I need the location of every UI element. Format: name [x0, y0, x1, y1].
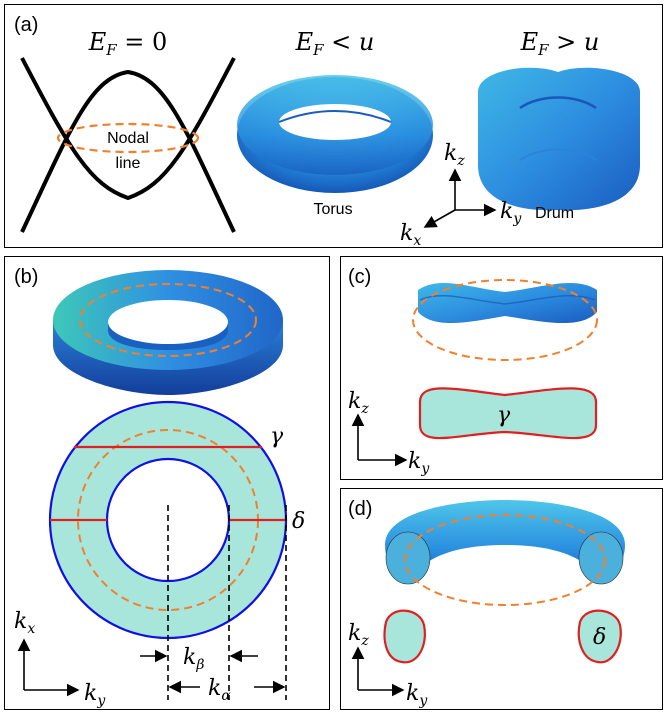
label-gamma-c: γ [497, 403, 511, 428]
half-drum-surface [418, 282, 597, 324]
half-torus-surface [385, 500, 625, 585]
torus-caption: Torus [313, 201, 352, 218]
nodal-ring-d [404, 514, 606, 606]
label-delta-d: δ [593, 625, 606, 650]
drum-caption: Drum [535, 205, 574, 222]
drum-surface [478, 67, 640, 211]
title-ef-zero: EF = 0 [88, 28, 168, 59]
nodal-label: Nodal [107, 130, 149, 147]
axes-2d-b [17, 638, 80, 697]
lower-band-curve [20, 57, 236, 201]
axes-3d [423, 168, 497, 228]
title-ef-less-u: EF < u [295, 28, 375, 59]
label-k-beta: kβ [183, 645, 204, 673]
axis-ky-label-b: ky [84, 681, 106, 709]
nodal-label-line: line [116, 155, 141, 172]
axis-kx-label-b: kx [14, 609, 35, 637]
axis-ky-label-c: ky [408, 449, 430, 477]
label-delta-b: δ [292, 509, 305, 534]
upper-band-curve [20, 69, 236, 233]
axis-ky-label-d: ky [406, 681, 428, 709]
title-ef-greater-u: EF > u [520, 28, 600, 59]
axis-kz-label: kz [444, 141, 465, 169]
torus-surface [237, 75, 433, 193]
panel-c-label: (c) [348, 266, 372, 288]
panel-d-label: (d) [348, 498, 373, 520]
panel-b-label: (b) [14, 266, 39, 288]
axes-2d-c [351, 413, 408, 467]
flat-torus-surface [53, 270, 283, 395]
label-k-alpha: kα [208, 676, 231, 704]
orbit-delta-right [577, 609, 622, 664]
axes-2d-d [351, 646, 405, 697]
orbit-gamma-c [418, 387, 598, 440]
axis-kz-label-d: kz [348, 621, 369, 649]
axis-kz-label-c: kz [348, 389, 369, 417]
panel-a-label: (a) [14, 14, 39, 36]
orbit-delta-left [383, 609, 426, 664]
label-gamma-b: γ [270, 424, 284, 449]
axis-kx-label: kx [400, 221, 421, 249]
nodal-ring-c [412, 279, 598, 361]
dimension-guides [167, 505, 287, 700]
nodal-line-ellipse [56, 122, 200, 154]
